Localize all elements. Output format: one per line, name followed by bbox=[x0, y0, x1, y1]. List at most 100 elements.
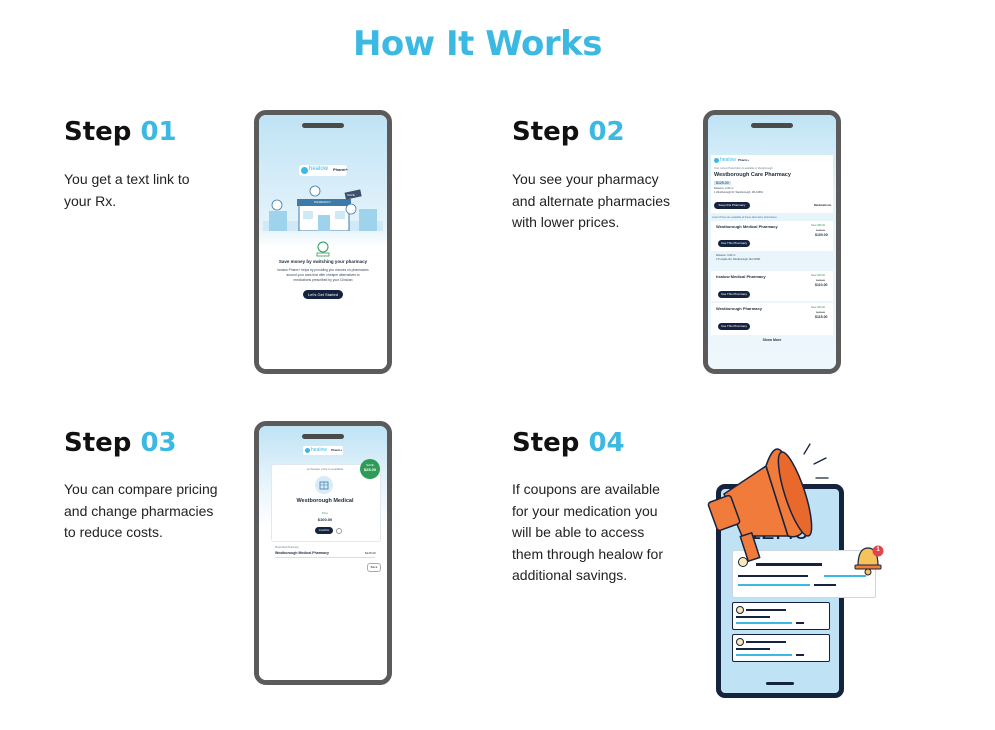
step-4-word: Step bbox=[512, 428, 580, 458]
desc-line: with lower prices. bbox=[512, 214, 620, 230]
list-line bbox=[746, 609, 786, 611]
brand-tag: Pharm+ bbox=[738, 158, 750, 162]
body-line: medications prescribed by your Clinician bbox=[293, 278, 353, 282]
desc-line: If coupons are available bbox=[512, 481, 660, 497]
alt-price: $110.00 bbox=[815, 283, 828, 287]
use-pharmacy-button[interactable]: Use This Pharmacy bbox=[718, 291, 750, 298]
badge-label: SAVE bbox=[366, 463, 374, 467]
card-caption: A cheaper price is available bbox=[306, 467, 344, 471]
step-3-heading: Step 03 bbox=[64, 428, 177, 458]
medications-link[interactable]: Medications bbox=[814, 203, 832, 207]
alt-old-price: $125.00 bbox=[816, 279, 826, 282]
brand-name: healow bbox=[309, 166, 329, 172]
coupon-line bbox=[738, 584, 810, 586]
step-2-heading: Step 02 bbox=[512, 117, 625, 147]
get-started-button[interactable]: Let's Get Started bbox=[303, 290, 343, 299]
desc-line: You can compare pricing bbox=[64, 481, 218, 497]
step-2-word: Step bbox=[512, 117, 580, 147]
desc-line: You see your pharmacy bbox=[512, 171, 659, 187]
brand-name: healow bbox=[311, 447, 327, 453]
alt-price: $100.00 bbox=[815, 233, 828, 237]
step-1-word: Step bbox=[64, 117, 132, 147]
list-avatar bbox=[736, 606, 744, 614]
use-pharmacy-button[interactable]: Use This Pharmacy bbox=[718, 323, 750, 330]
list-avatar bbox=[736, 638, 744, 646]
address-line: Distance: 2.00 mi bbox=[714, 187, 734, 190]
pharmacy-storefront-illustration bbox=[263, 185, 383, 231]
confirm-button[interactable]: Confirm bbox=[315, 527, 333, 534]
alt-price: $115.00 bbox=[815, 315, 828, 319]
page-title: How It Works bbox=[352, 24, 603, 64]
notification-count: 1 bbox=[876, 547, 880, 553]
badge-amount: $25.00 bbox=[363, 467, 377, 472]
list-line bbox=[796, 622, 804, 624]
money-icon bbox=[316, 241, 330, 257]
prescribed-price: $125.00 bbox=[365, 551, 376, 555]
coupon-avatar bbox=[738, 557, 748, 567]
price-label: Price bbox=[322, 512, 328, 515]
desc-line: them through healow for bbox=[512, 545, 663, 562]
healow-logo: healow Pharm+ bbox=[299, 165, 348, 176]
healow-logo-icon bbox=[305, 448, 310, 453]
divider bbox=[275, 557, 375, 558]
show-more-link[interactable]: Show More bbox=[762, 338, 782, 342]
alt-address: Distance: 3.00 mi 2 Turnpike Rd, Westbor… bbox=[716, 254, 760, 261]
step-3-number: 03 bbox=[140, 428, 177, 458]
coupon-line bbox=[756, 563, 822, 566]
keep-pharmacy-button[interactable]: Keep this Pharmacy bbox=[714, 202, 750, 209]
bell-icon bbox=[854, 545, 884, 576]
alt-savings: Save $15.00 bbox=[811, 274, 826, 277]
phone-mockup-2: healow Pharm+ Your current Prescription … bbox=[703, 110, 841, 374]
brand-tag: Pharm+ bbox=[331, 448, 343, 452]
desc-line: will be able to access bbox=[512, 524, 645, 540]
current-caption: Your current Prescription is available i… bbox=[714, 167, 773, 170]
address-line: 2 Turnpike Rd, Westborough, MA 01581 bbox=[716, 257, 761, 261]
save-tag-text: SAVE bbox=[347, 193, 355, 197]
coupon-line bbox=[824, 575, 866, 577]
alt-pharmacy-name: healow Medical Pharmacy bbox=[716, 274, 766, 279]
use-pharmacy-button[interactable]: Use This Pharmacy bbox=[718, 240, 750, 247]
list-line bbox=[796, 654, 804, 656]
body-line: healow Pharm+ helps by providing you cho… bbox=[277, 268, 369, 272]
info-icon[interactable] bbox=[336, 528, 342, 534]
phone-notch bbox=[302, 434, 344, 439]
onboarding-headline: Save money by switching your pharmacy bbox=[278, 259, 368, 264]
desc-line: You get a text link to bbox=[64, 171, 190, 187]
phone-mockup-1: healow Pharm+ PHARMACY SAVE Save money b… bbox=[254, 110, 392, 374]
step-4-description: If coupons are available for your medica… bbox=[512, 479, 663, 587]
savings-badge bbox=[360, 459, 380, 479]
alt-old-price: $125.00 bbox=[816, 311, 826, 314]
alt-pharmacy-name: Westborough Pharmacy bbox=[716, 306, 762, 311]
list-line bbox=[746, 641, 786, 643]
step-4-number: 04 bbox=[588, 428, 625, 458]
body-line: around your area that offer cheaper alte… bbox=[286, 273, 360, 277]
desc-line: for your medication you bbox=[512, 502, 658, 519]
step-2-number: 02 bbox=[588, 117, 625, 147]
step-4-heading: Step 04 bbox=[512, 428, 625, 458]
healow-logo-icon bbox=[714, 158, 719, 163]
step-1-heading: Step 01 bbox=[64, 117, 177, 147]
step-3-description: You can compare pricing and change pharm… bbox=[64, 479, 218, 544]
desc-line: your Rx. bbox=[64, 192, 117, 209]
step-1-number: 01 bbox=[140, 117, 177, 147]
alt-savings: Save $25.00 bbox=[811, 224, 826, 227]
step-2-description: You see your pharmacy and alternate phar… bbox=[512, 169, 670, 234]
phone-notch bbox=[302, 123, 344, 128]
phone-mockup-3: healow Pharm+ A cheaper price is availab… bbox=[254, 421, 392, 685]
desc-line: and change pharmacies bbox=[64, 502, 214, 519]
coupon-line bbox=[814, 584, 836, 586]
back-button[interactable]: Back bbox=[367, 563, 381, 572]
pharmacy-name: Westborough Medical bbox=[296, 498, 354, 504]
coupon-illustration: 12.45 1 bbox=[700, 436, 890, 706]
prescribed-name: Westborough Medical Pharmacy bbox=[275, 551, 330, 555]
brand-name: healow bbox=[720, 157, 736, 163]
desc-line: and alternate pharmacies bbox=[512, 192, 670, 209]
phone-home-bar bbox=[766, 682, 794, 685]
prescribed-label: Prescribed Pharmacy bbox=[275, 546, 299, 549]
megaphone-icon bbox=[707, 443, 829, 562]
list-line bbox=[736, 648, 770, 650]
pharmacy-sign-text: PHARMACY bbox=[314, 200, 332, 204]
alt-savings: Save $10.00 bbox=[811, 306, 826, 309]
step-1-description: You get a text link to your Rx. bbox=[64, 169, 190, 212]
address-line: 1 Westborough Dr, Westborough, MA 01581 bbox=[714, 190, 763, 194]
